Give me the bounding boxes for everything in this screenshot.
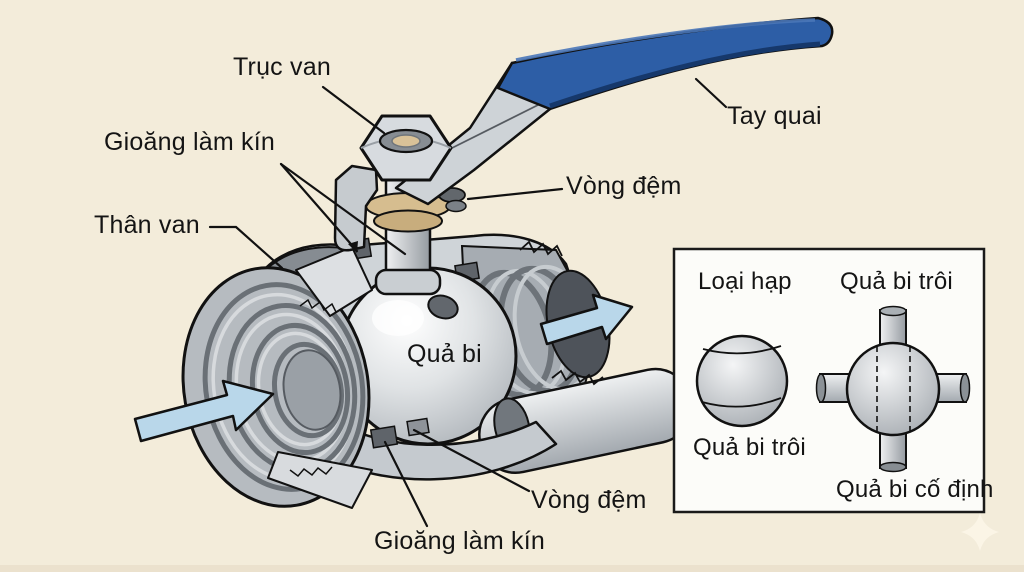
stem-washer-2 [445, 199, 467, 213]
bottom-edge-shade [0, 565, 1024, 572]
leader-than-van [208, 225, 284, 270]
leader-gioang-bottom [383, 440, 429, 528]
leader-lines [208, 77, 728, 528]
leader-arrowhead [348, 241, 358, 253]
inset-caption-qua-bi-co-dinh: Quả bi cố định [836, 476, 994, 503]
label-tay-quai: Tay quai [727, 102, 822, 130]
inset-heading-qua-bi-troi: Quả bi trôi [840, 268, 953, 295]
label-vong-dem-bottom: Vòng đệm [531, 486, 647, 514]
label-gioang-lam-kin-bottom: Gioăng làm kín [374, 527, 545, 555]
handle-grip [496, 16, 834, 111]
leader-tay-quai [694, 77, 728, 109]
bottom-seal-tab [369, 425, 399, 449]
ball-slot [427, 294, 459, 320]
leader-vong-dem-bottom [412, 428, 531, 493]
leader-vong-dem-right [466, 187, 564, 201]
stem-seal-ring-2 [373, 209, 443, 233]
handle-bracket [333, 164, 379, 252]
label-than-van: Thân van [94, 211, 200, 239]
inset-heading-loai-hap: Loại hạp [698, 268, 792, 295]
outlet-flow-arrow [539, 293, 634, 346]
inset-caption-qua-bi-troi: Quả bi trôi [693, 434, 806, 461]
sparkle-mark [961, 513, 999, 551]
inlet-threaded-collar [181, 246, 373, 509]
inlet-flow-arrow [133, 379, 275, 443]
label-qua-bi: Quả bi [407, 340, 482, 368]
leader-truc-van [321, 85, 386, 135]
label-gioang-lam-kin-top: Gioăng làm kín [104, 128, 275, 156]
leader-gioang-top-a [279, 162, 359, 253]
inset-fixed-ball [815, 305, 971, 473]
label-vong-dem-right: Vòng đệm [566, 172, 682, 200]
label-truc-van: Trục van [233, 53, 331, 81]
leader-gioang-top-b [279, 162, 407, 256]
inset-box [672, 247, 986, 514]
inset-floating-ball [695, 334, 789, 428]
